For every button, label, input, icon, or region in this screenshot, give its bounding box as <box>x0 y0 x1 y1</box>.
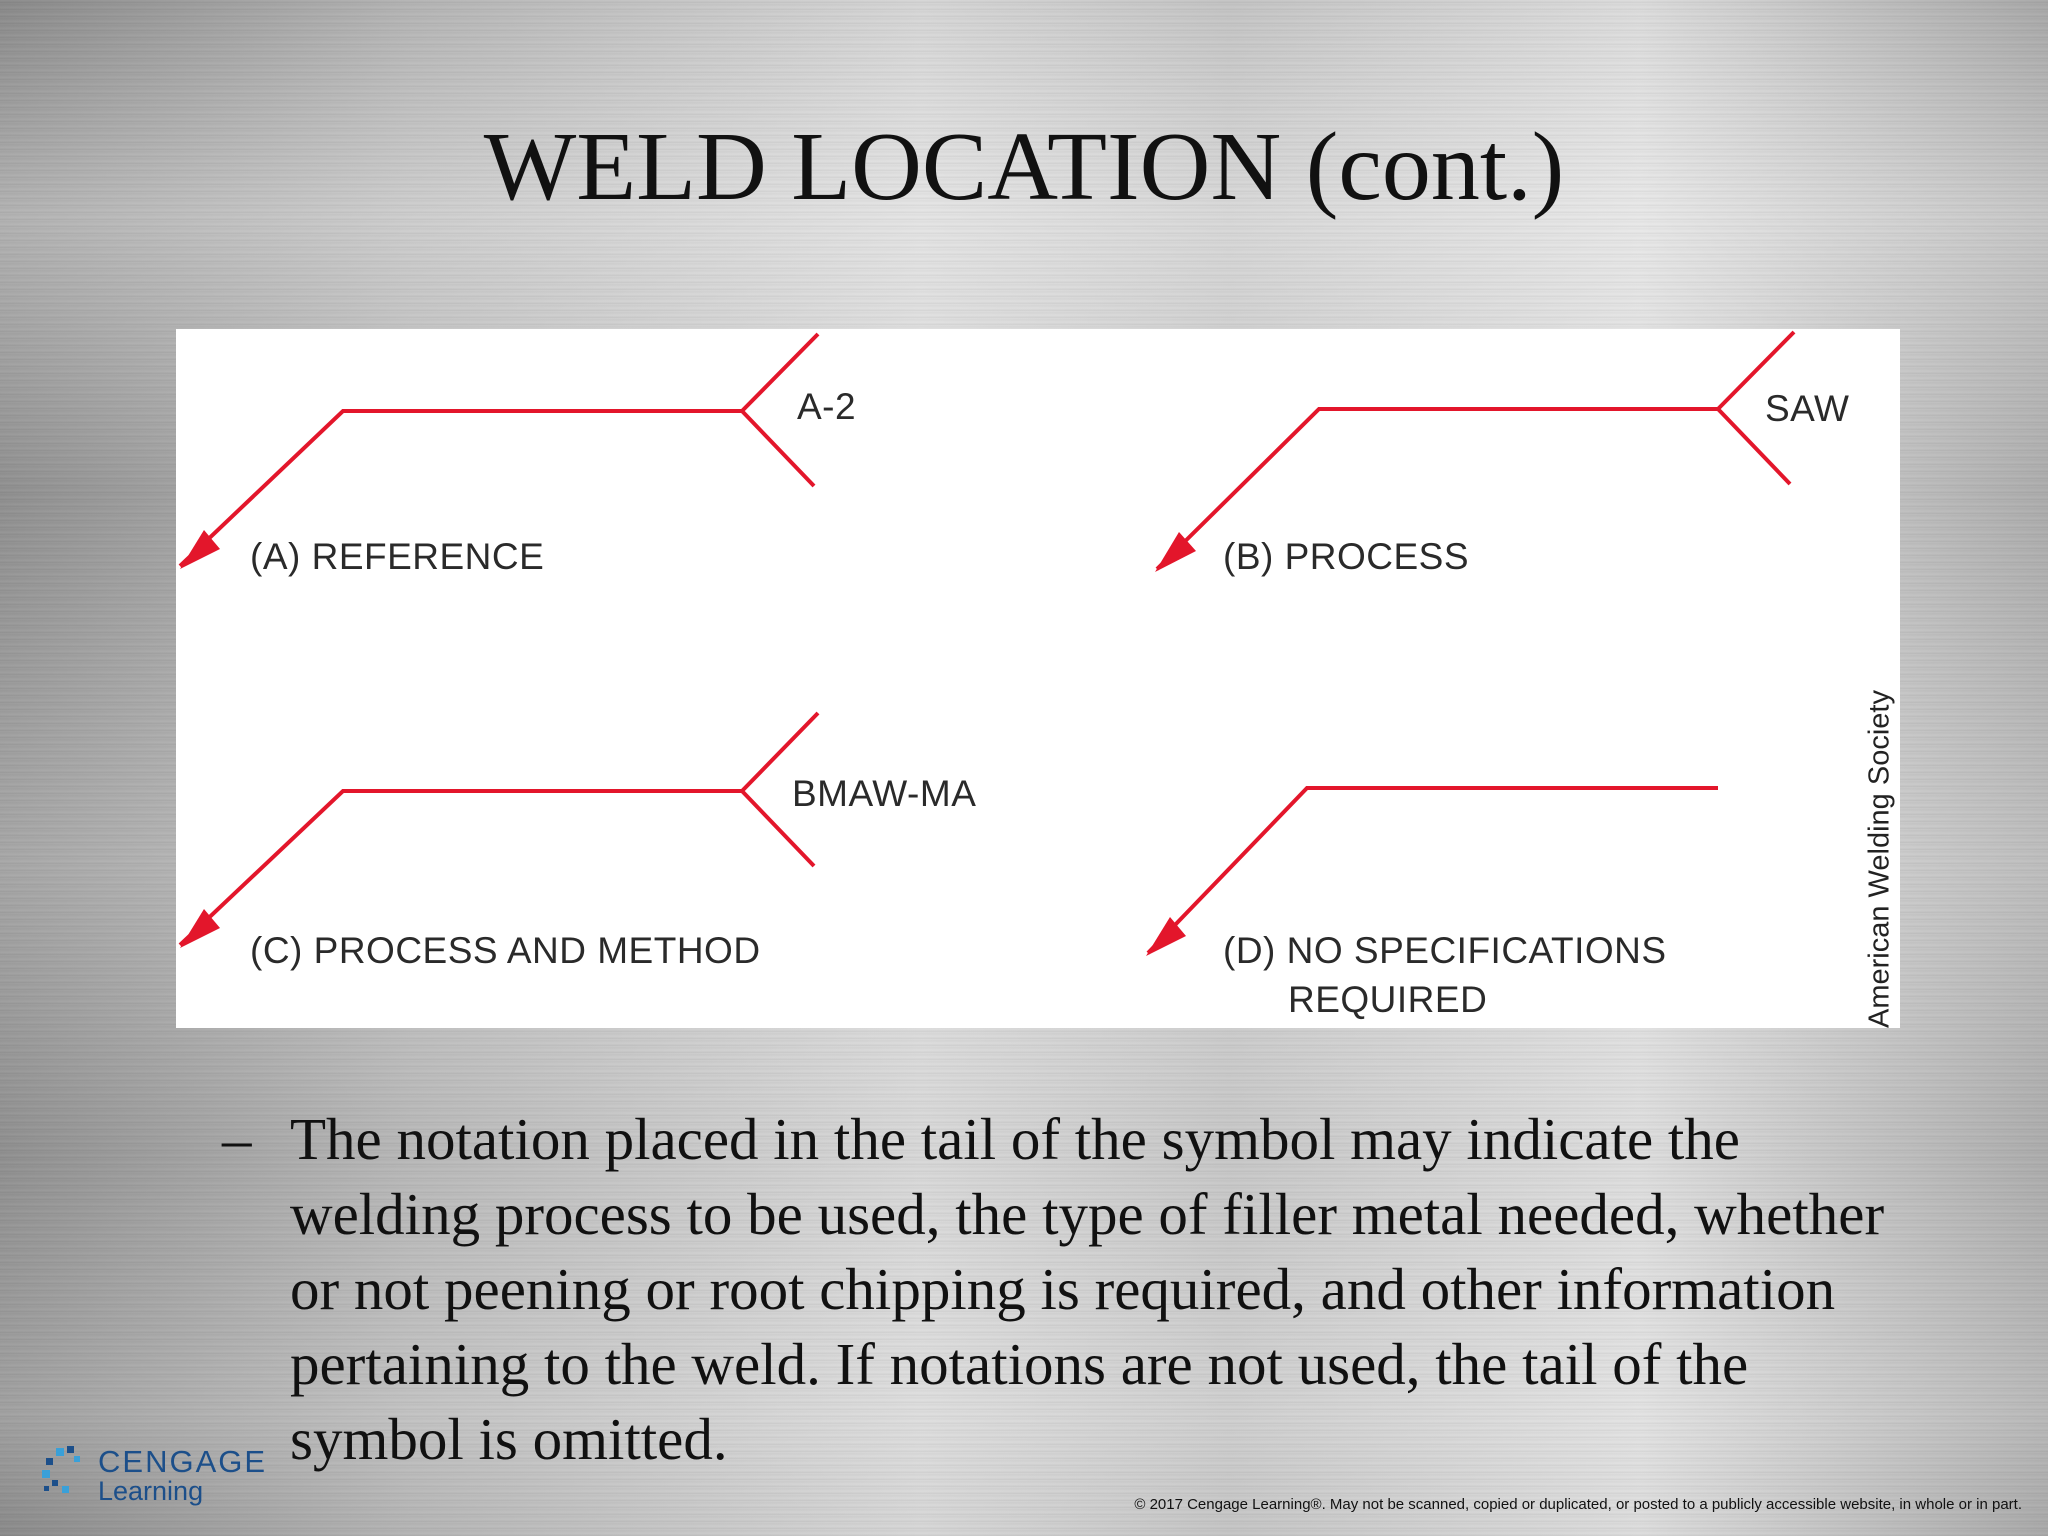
weld-symbol-a <box>178 332 820 569</box>
logo-line1: CENGAGE <box>98 1444 268 1479</box>
figure-credit-text: American Welding Society <box>1863 690 1896 1028</box>
cengage-mark-icon <box>42 1446 80 1493</box>
tail-text-a: A-2 <box>797 386 857 427</box>
logo-line2: Learning <box>98 1476 204 1506</box>
tail-text-b: SAW <box>1765 388 1850 429</box>
weld-symbol-b <box>1155 330 1796 572</box>
bullet-marker: – <box>222 1106 252 1172</box>
copyright-notice: © 2017 Cengage Learning®. May not be sca… <box>1134 1496 2022 1513</box>
cengage-logo: CENGAGE Learning <box>40 1440 270 1510</box>
caption-b: (B) PROCESS <box>1223 536 1470 577</box>
caption-d-line2: REQUIRED <box>1288 979 1488 1020</box>
weld-symbol-d <box>1146 786 1718 956</box>
figure-credit: American Welding Society <box>1862 329 1898 1028</box>
tail-text-c: BMAW-MA <box>792 773 977 814</box>
weld-symbol-figure: A-2 (A) REFERENCE SAW (B) PROCESS BMAW-M… <box>176 329 1900 1028</box>
bullet-text: The notation placed in the tail of the s… <box>290 1106 1885 1472</box>
weld-symbol-c <box>178 711 820 948</box>
caption-a: (A) REFERENCE <box>250 536 545 577</box>
caption-d-line1: (D) NO SPECIFICATIONS <box>1223 930 1667 971</box>
slide-title: WELD LOCATION (cont.) <box>483 113 1565 221</box>
weld-symbol-diagram <box>178 330 1796 956</box>
caption-c: (C) PROCESS AND METHOD <box>250 930 761 971</box>
